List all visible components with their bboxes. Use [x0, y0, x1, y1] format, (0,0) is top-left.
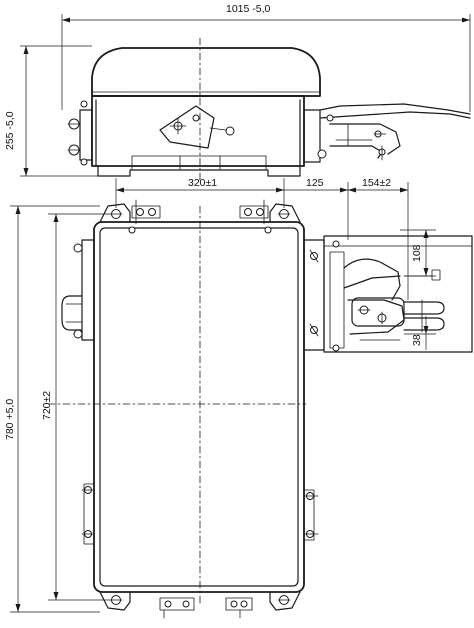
dim-bracket-width: 154±2 — [362, 177, 391, 189]
plan-view — [47, 199, 473, 619]
dim-bracket-height: 108 — [411, 244, 423, 262]
dim-hole-spacing-y: 720±2 — [41, 391, 53, 420]
dim-top-height: 255 -5,0 — [4, 111, 16, 150]
dim-offset-x: 125 — [306, 177, 324, 189]
dim-overall-width: 780 +5,0 — [4, 399, 16, 440]
dimension-lines — [10, 14, 471, 613]
dim-bracket-lower: 38 — [411, 334, 423, 346]
dim-overall-length: 1015 -5,0 — [226, 3, 271, 15]
dim-hole-spacing-x: 320±1 — [188, 177, 217, 189]
top-view — [67, 37, 471, 183]
